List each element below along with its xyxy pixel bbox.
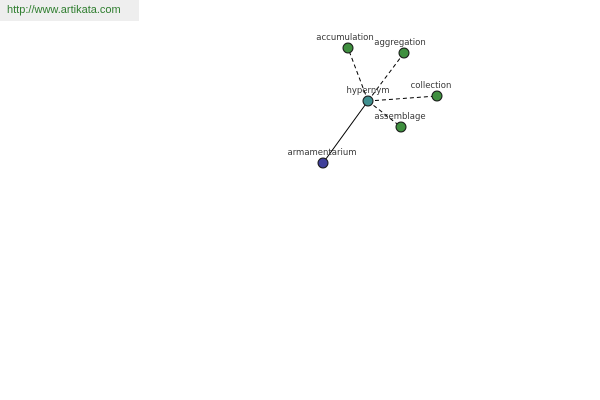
node-accumulation[interactable]: accumulation xyxy=(316,33,374,54)
node-dot-accumulation[interactable] xyxy=(342,42,354,54)
node-label-assemblage[interactable]: assemblage xyxy=(374,112,425,122)
node-hypernym[interactable]: hypernym xyxy=(346,86,390,107)
node-collection[interactable]: collection xyxy=(411,81,452,102)
node-dot-hypernym[interactable] xyxy=(362,95,374,107)
node-dot-armamentarium[interactable] xyxy=(317,157,329,169)
edge-hypernym-collection xyxy=(367,95,438,102)
node-label-hypernym[interactable]: hypernym xyxy=(346,86,389,96)
node-label-armamentarium[interactable]: armamentarium xyxy=(287,148,356,158)
url-banner[interactable]: http://www.artikata.com xyxy=(0,0,139,21)
node-label-aggregation[interactable]: aggregation xyxy=(374,38,425,48)
edge-hypernym-assemblage xyxy=(367,100,402,128)
graph-edges xyxy=(322,47,438,164)
url-link[interactable]: http://www.artikata.com xyxy=(7,4,121,16)
node-armamentarium[interactable]: armamentarium xyxy=(287,148,357,169)
edge-hypernym-armamentarium xyxy=(322,100,369,164)
edge-hypernym-accumulation xyxy=(347,47,369,102)
node-dot-assemblage[interactable] xyxy=(395,121,407,133)
node-dot-aggregation[interactable] xyxy=(398,47,410,59)
node-label-collection[interactable]: collection xyxy=(411,81,452,91)
node-aggregation[interactable]: aggregation xyxy=(374,38,426,59)
node-assemblage[interactable]: assemblage xyxy=(374,112,426,133)
node-label-accumulation[interactable]: accumulation xyxy=(316,33,373,43)
node-dot-collection[interactable] xyxy=(431,90,443,102)
edge-hypernym-aggregation xyxy=(367,52,405,102)
